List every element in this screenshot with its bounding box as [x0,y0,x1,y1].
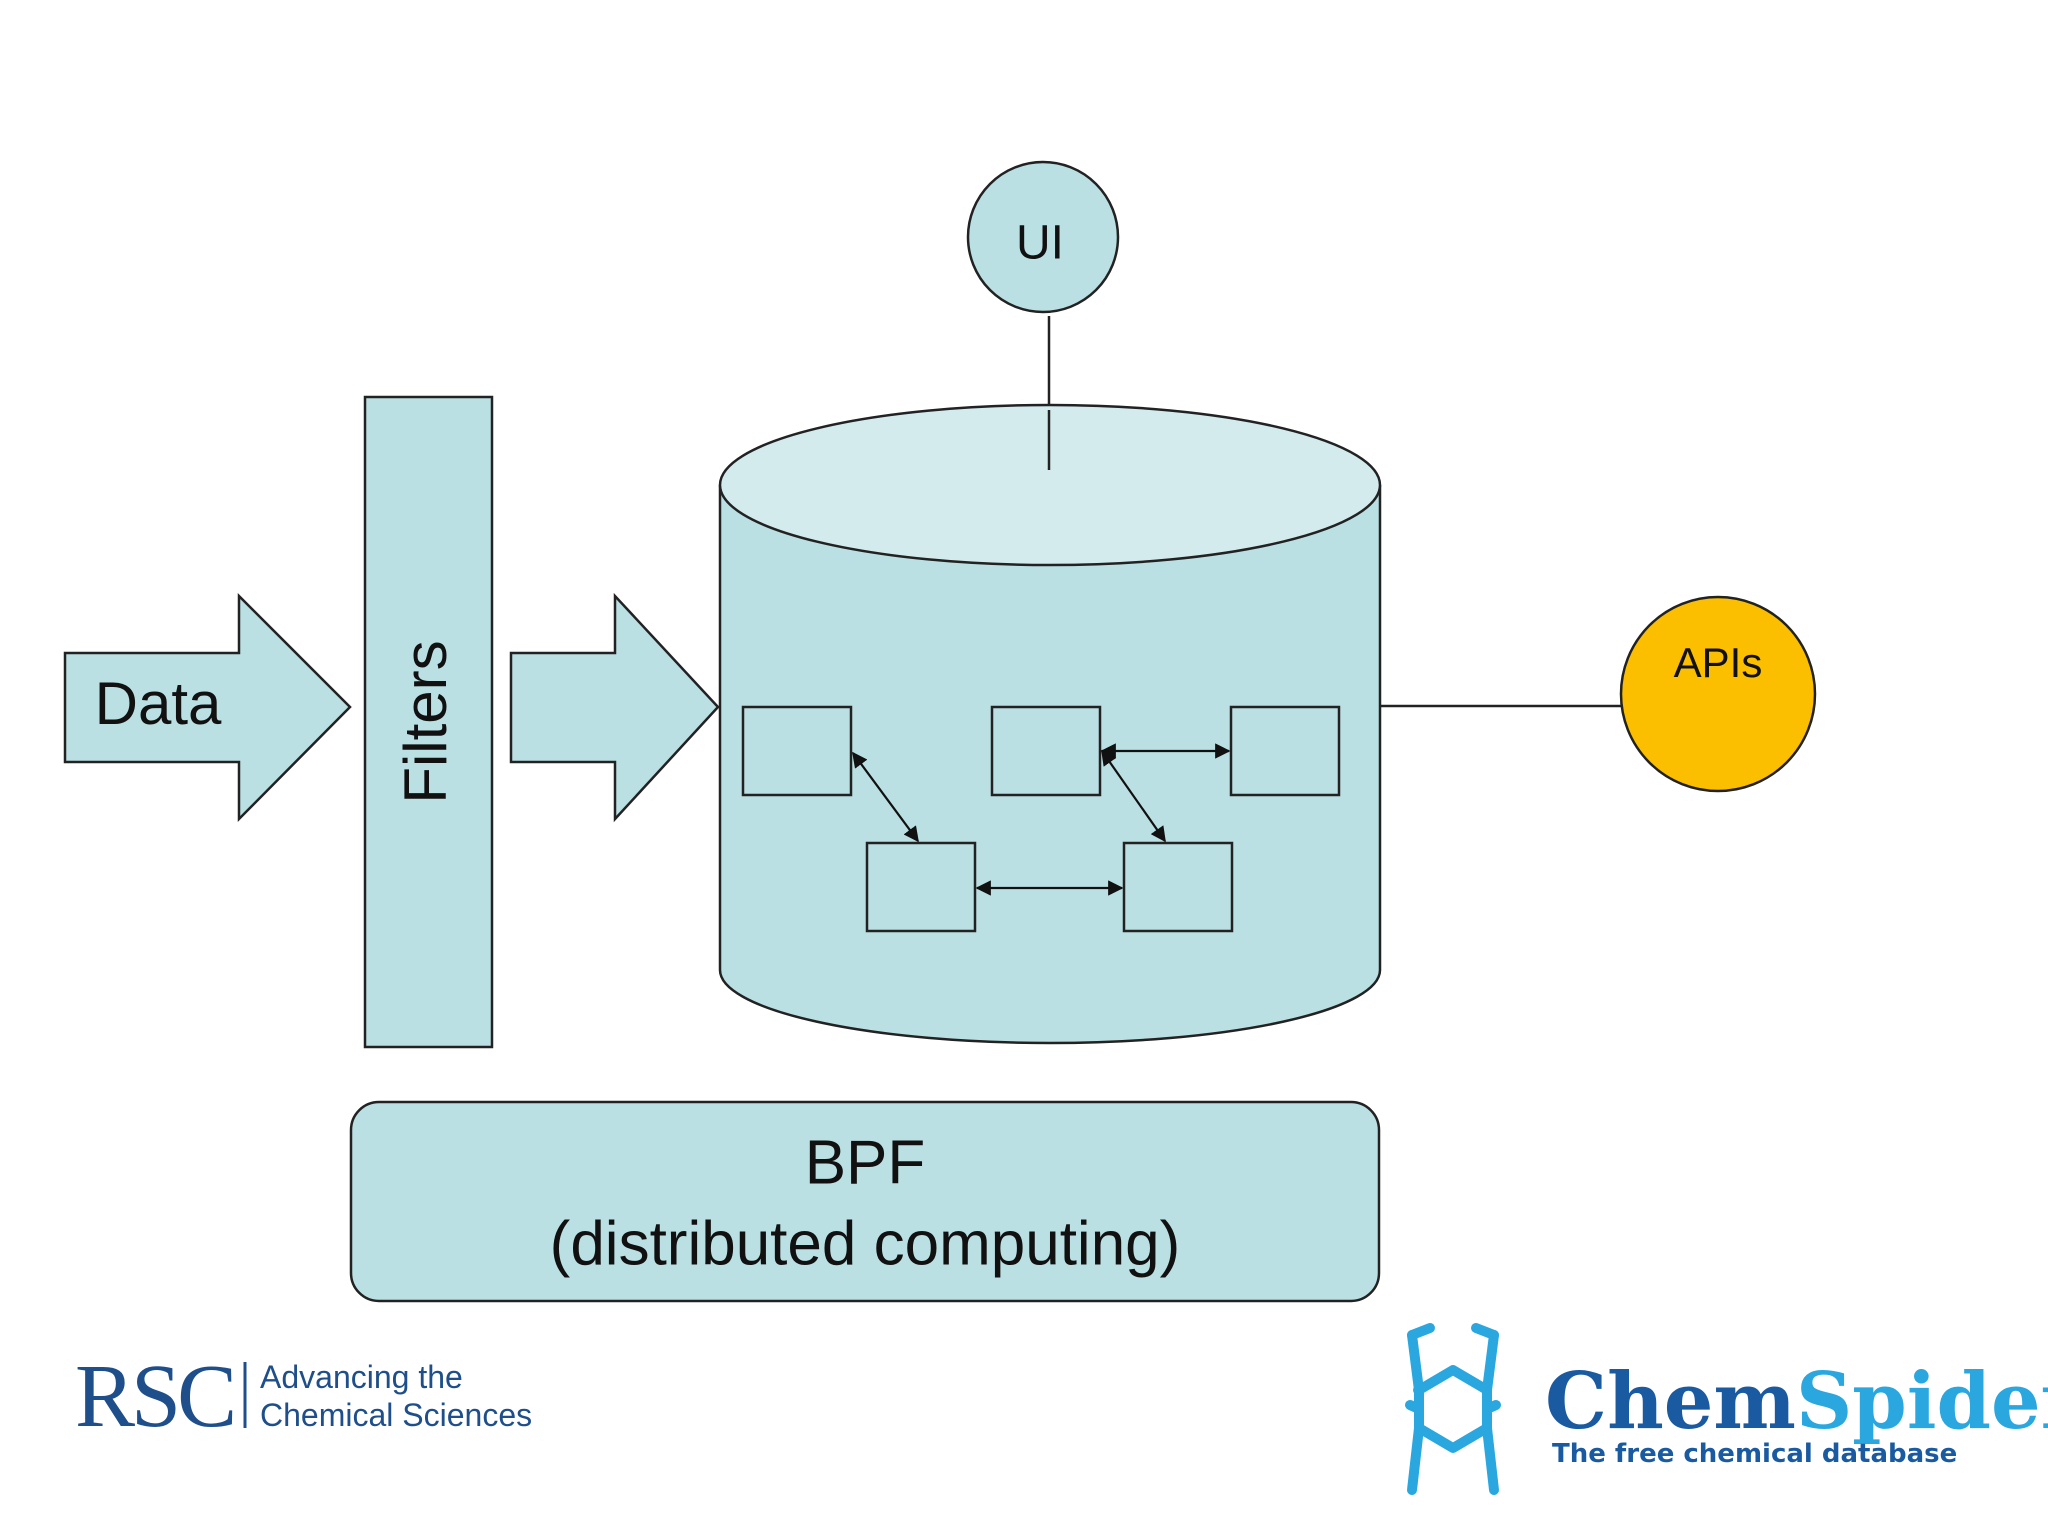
chemspider-name-chem: ChemSpider [1545,1356,2048,1447]
record-link-arrow [852,751,919,843]
ui-node: UI [966,160,1120,314]
rsc-tagline-2: Chemical Sciences [260,1397,532,1433]
record-box [865,841,977,933]
database-records [741,705,1341,933]
bpf-subtitle: (distributed computing) [550,1209,1181,1278]
record-box [990,705,1102,797]
bpf-box: BPF (distributed computing) [349,1100,1381,1303]
apis-label: APIs [1674,639,1763,686]
chemspider-logo: ChemSpider The free chemical database [1405,1323,2048,1495]
filtered-data-arrow [509,592,720,823]
data-label: Data [95,670,222,737]
bpf-title: BPF [805,1128,926,1197]
rsc-logo: RSC Advancing the Chemical Sciences [75,1347,532,1446]
chemspider-tagline: The free chemical database [1552,1439,1957,1469]
record-box [1122,841,1234,933]
record-box [741,705,853,797]
apis-node: APIs [1619,595,1817,793]
record-links [852,743,1231,896]
data-arrow: Data [63,592,352,823]
rsc-mark: RSC [75,1347,233,1446]
spider-molecule-icon [1405,1323,1501,1495]
record-link-arrow [1101,749,1166,843]
rsc-tagline-1: Advancing the [260,1359,463,1395]
filters-label: Filters [392,640,459,803]
filters-bar: Filters [363,395,494,1049]
ui-label: UI [1016,217,1064,270]
record-box [1229,705,1341,797]
